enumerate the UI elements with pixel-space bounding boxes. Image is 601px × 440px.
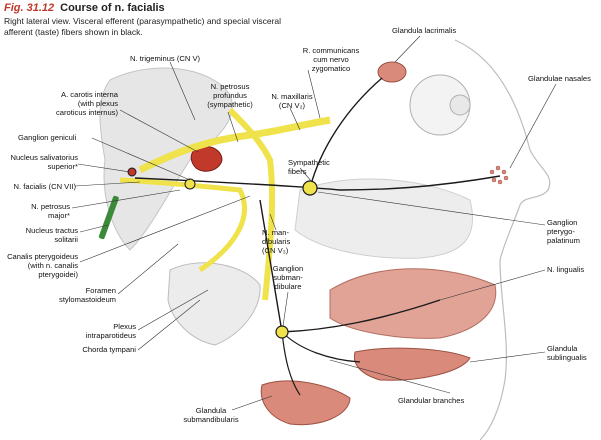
- label-ganglion-submandibulare: Ganglion subman- dibulare: [272, 264, 304, 291]
- label-canalis-pterygoideus: Canalis pterygoideus (with n. canalis pt…: [7, 252, 78, 279]
- caption-line-2: afferent (taste) fibers shown in black.: [4, 27, 143, 37]
- mandibular-trunk: [227, 107, 276, 301]
- nasal-palate-region: [294, 178, 474, 259]
- pterygopalatine-ganglion: [302, 180, 318, 196]
- internal-carotid-segment: [190, 145, 223, 172]
- figure-title: Course of n. facialis: [60, 2, 165, 14]
- nucleus-tractus-solitarii-mark: [98, 195, 119, 240]
- figure-caption: Right lateral view. Visceral efferent (p…: [4, 16, 364, 38]
- label-nucleus-salivatorius: Nucleus salivatorius superior*: [10, 153, 78, 171]
- leader-lines: [71, 35, 557, 411]
- label-carotis-interna: A. carotis interna (with plexus caroticu…: [55, 90, 118, 117]
- label-glandular-branches: Glandular branches: [398, 396, 465, 405]
- label-chorda-tympani: Chorda tympani: [82, 345, 136, 354]
- label-plexus-intraparotideus: Plexus intraparotideus: [85, 322, 136, 340]
- submandibular-ganglion: [275, 325, 289, 339]
- submandibular-gland: [260, 380, 351, 426]
- figure-number: Fig. 31.12: [4, 2, 55, 14]
- label-foramen-stylomastoideum: Foramen stylomastoideum: [59, 286, 116, 304]
- label-petrosus-profundus: N. petrosus profundus (sympathetic): [207, 82, 253, 109]
- label-maxillaris: N. maxillaris (CN V₂): [271, 92, 313, 110]
- label-ganglion-geniculi: Ganglion geniculi: [18, 133, 77, 142]
- lacrimal-gland: [377, 61, 407, 83]
- label-sympathetic-fibers: Sympathetic fibers: [288, 158, 330, 176]
- sublingual-branch: [281, 331, 361, 363]
- label-nucleus-tractus: Nucleus tractus solitarii: [25, 226, 78, 244]
- face-profile-outline: [454, 39, 551, 440]
- label-petrosus-major: N. petrosus major*: [31, 202, 70, 220]
- sublingual-gland: [353, 347, 471, 381]
- label-glandulae-nasales: Glandulae nasales: [528, 74, 591, 83]
- label-n-mandibularis: N. man- dibularis (CN V₃): [262, 228, 291, 255]
- geniculate-ganglion: [184, 178, 196, 190]
- eye-lens: [449, 94, 471, 116]
- label-glandula-sublingualis: Glandula sublingualis: [547, 344, 587, 362]
- label-r-communicans: R. communicans cum nervo zygomatico: [302, 46, 360, 73]
- salivatory-nucleus-dot: [127, 167, 137, 177]
- label-trigeminus: N. trigeminus (CN V): [130, 54, 201, 63]
- label-ganglion-pterygopalatinum: Ganglion pterygo- palatinum: [547, 218, 580, 245]
- label-glandula-submandibularis: Glandula submandibularis: [183, 406, 239, 424]
- label-glandula-lacrimalis: Glandula lacrimalis: [392, 26, 457, 35]
- tongue: [329, 268, 497, 339]
- label-n-lingualis: N. lingualis: [547, 265, 585, 274]
- nasal-glands-cluster: [489, 165, 509, 185]
- submandibular-branch: [281, 331, 301, 396]
- label-n-facialis: N. facialis (CN VII): [13, 182, 76, 191]
- figure-title-block: Fig. 31.12 Course of n. facialis: [4, 2, 165, 14]
- lacrimal-fiber: [309, 77, 383, 189]
- facial-nerve-trunk: [119, 177, 247, 273]
- parotid-gland: [167, 262, 261, 346]
- caption-line-1: Right lateral view. Visceral efferent (p…: [4, 16, 282, 26]
